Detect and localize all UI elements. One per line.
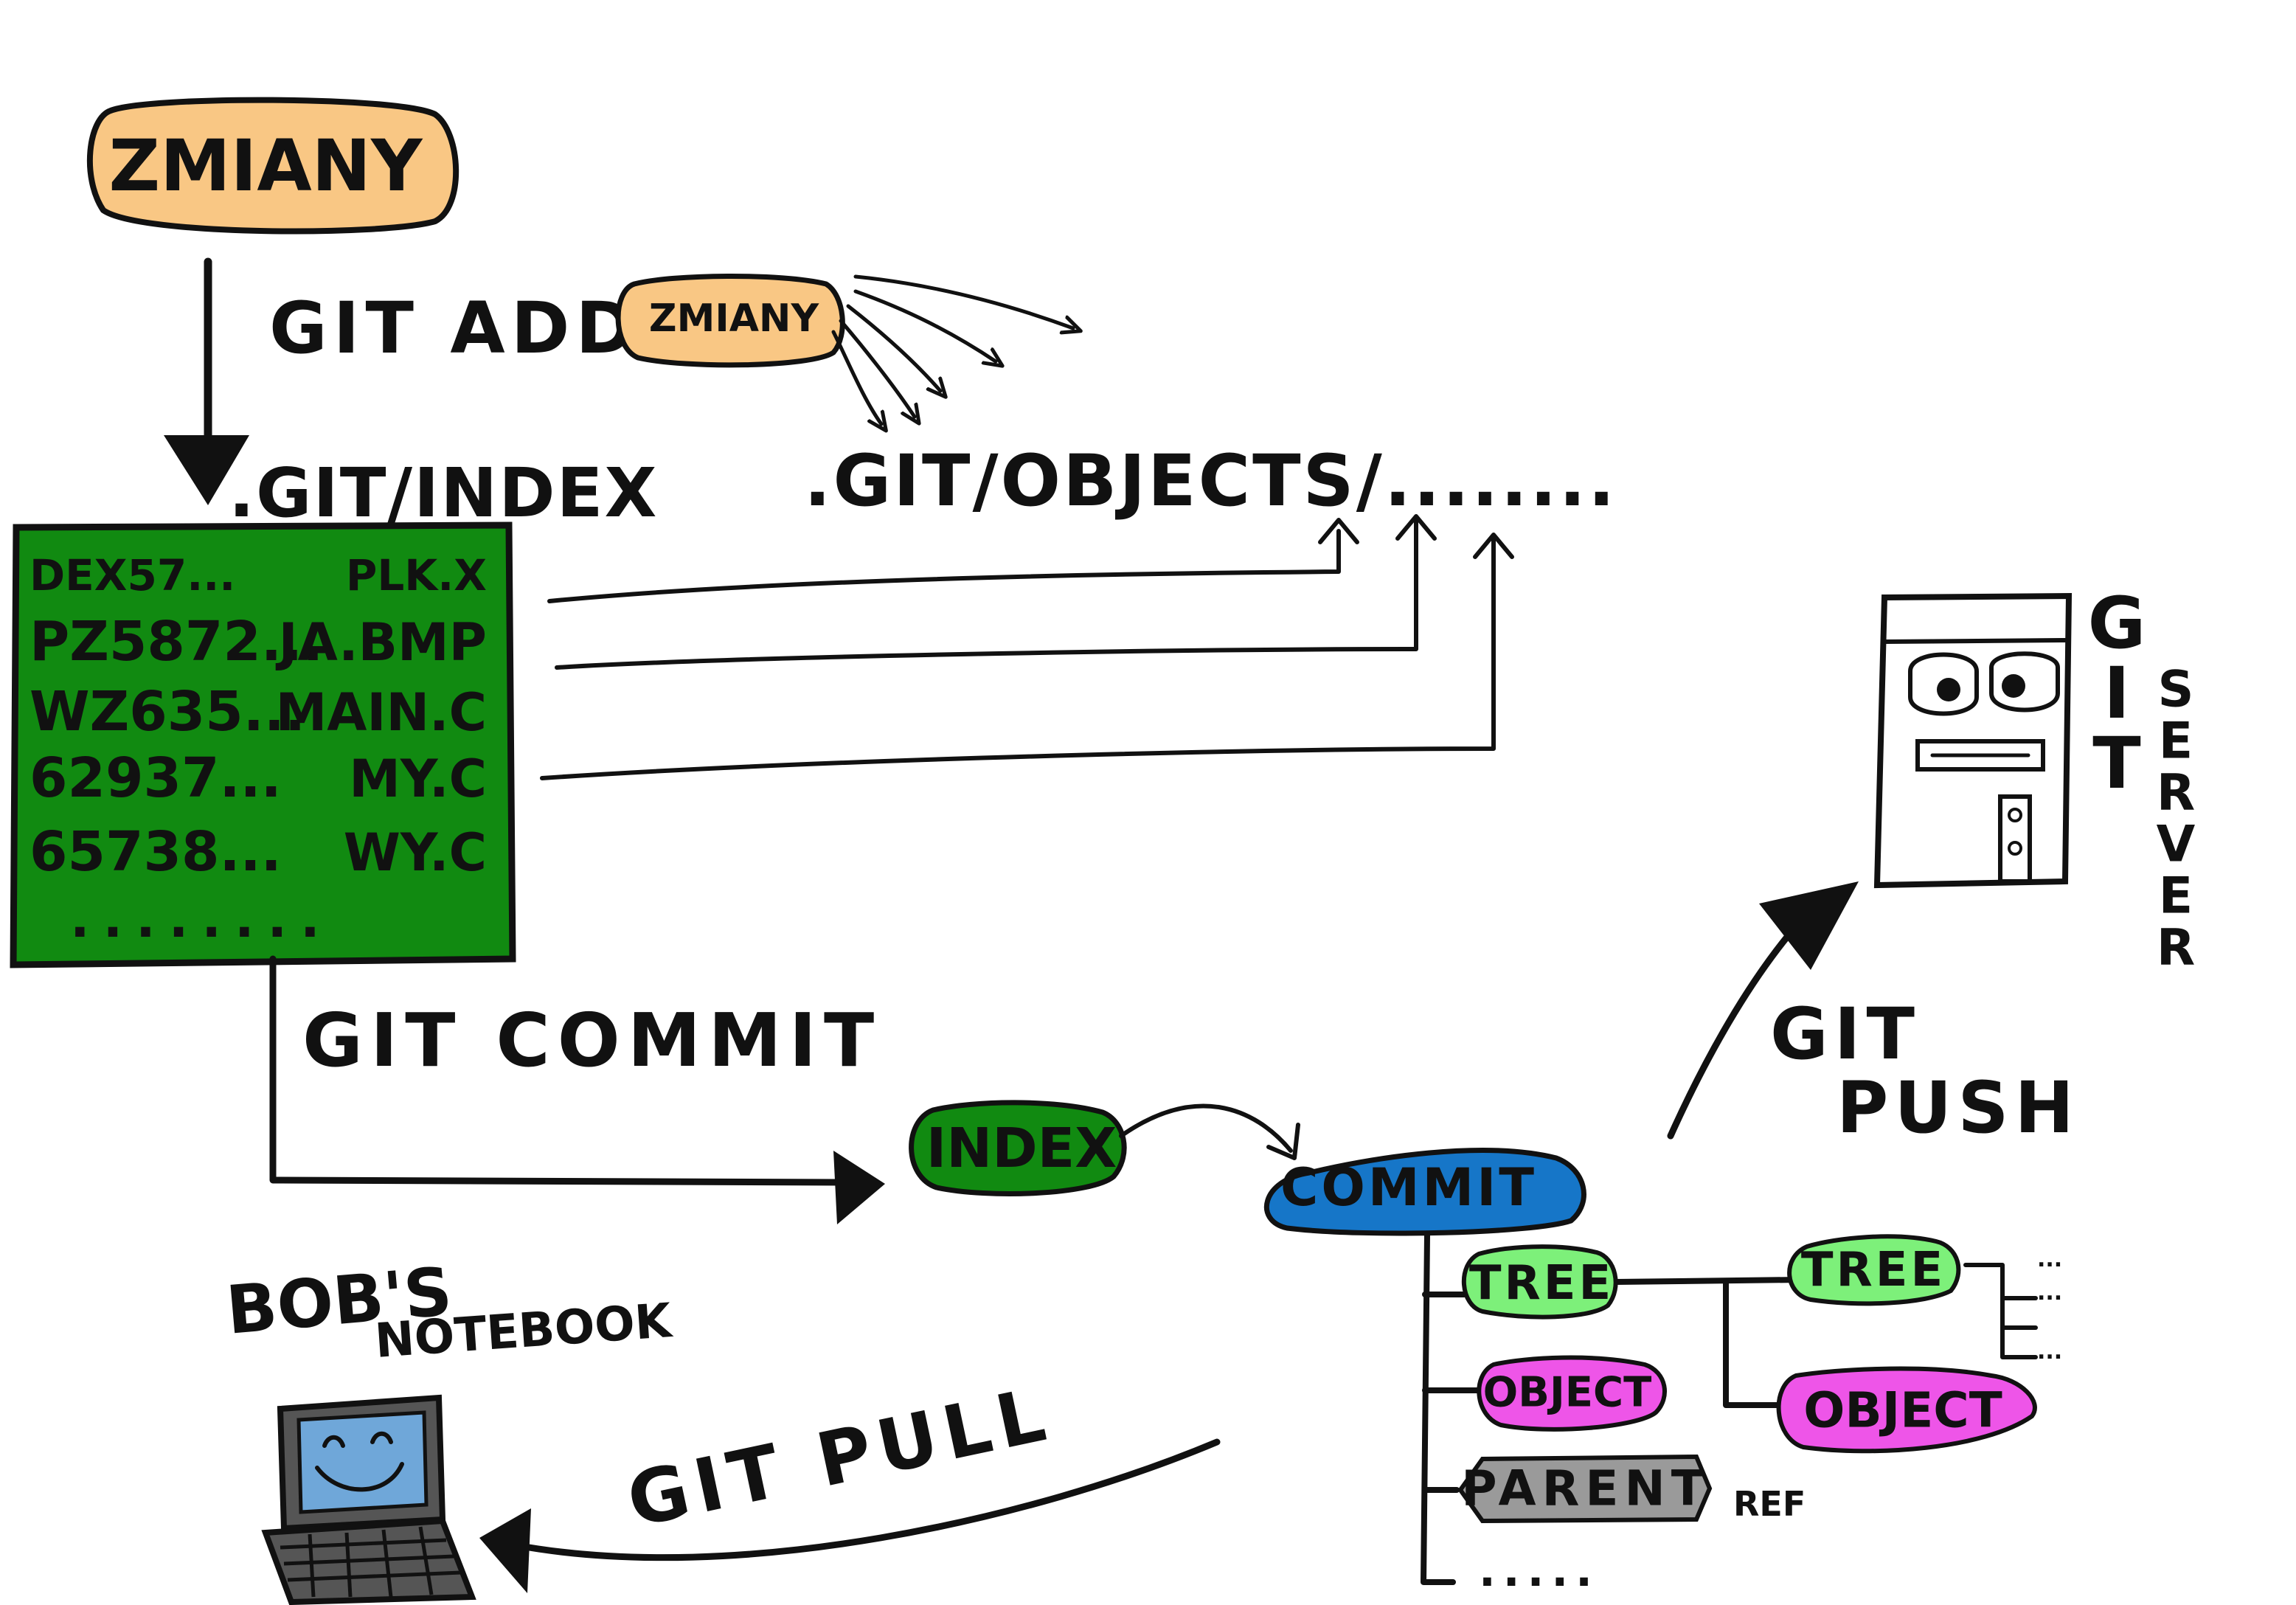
subtree-dots-1: ... bbox=[2037, 1247, 2062, 1272]
server-server-letter: E bbox=[2159, 867, 2193, 926]
index-node: INDEX bbox=[909, 1100, 1127, 1196]
server-server-letter: R bbox=[2157, 764, 2195, 822]
object-1-label: OBJECT bbox=[1483, 1369, 1652, 1417]
index-table-ellipsis: ........ bbox=[70, 889, 333, 949]
index-row-hash: 62937... bbox=[30, 746, 282, 810]
server-server-letter: R bbox=[2157, 919, 2195, 977]
server-git-letter: G bbox=[2088, 582, 2146, 665]
object-node-2: OBJECT bbox=[1776, 1366, 2037, 1454]
commit-node-label: COMMIT bbox=[1280, 1157, 1537, 1218]
git-pull-command: GIT PULL bbox=[620, 1370, 1060, 1545]
server-server-letter: S bbox=[2158, 661, 2194, 719]
git-add-command: GIT ADD bbox=[269, 287, 640, 370]
index-row-hash: DEX57... bbox=[30, 550, 235, 600]
more-children-dots: ..... bbox=[1479, 1545, 1600, 1597]
server-git-letter: T bbox=[2092, 722, 2140, 805]
tree-2-label: TREE bbox=[1801, 1243, 1946, 1297]
subtree-dots-2: ... bbox=[2037, 1280, 2062, 1306]
index-row-file: MAIN.C bbox=[276, 682, 487, 743]
parent-node: PARENT bbox=[1457, 1454, 1713, 1524]
objects-path-label: .GIT/OBJECTS/........ bbox=[804, 440, 1617, 522]
index-to-commit-arrow bbox=[1119, 1103, 1293, 1153]
tree-1-label: TREE bbox=[1469, 1256, 1614, 1311]
laptop-icon bbox=[261, 1394, 476, 1605]
index-row-file: JA.BMP bbox=[276, 612, 487, 673]
object-node-1: OBJECT bbox=[1477, 1355, 1667, 1432]
index-to-commit-arrowhead bbox=[1266, 1123, 1300, 1160]
commit-arrow bbox=[269, 955, 885, 1224]
index-to-objects-lines bbox=[540, 514, 1514, 780]
git-commit-command: GIT COMMIT bbox=[302, 997, 881, 1084]
git-server bbox=[1873, 592, 2073, 889]
tree-node-1: TREE bbox=[1461, 1244, 1618, 1320]
index-row-file: WY.C bbox=[344, 822, 487, 883]
git-push-line1: GIT bbox=[1770, 993, 1921, 1075]
index-row-hash: PZ5872... bbox=[30, 610, 323, 673]
subtree-dots-3: ... bbox=[2037, 1339, 2062, 1365]
index-row-file: MY.C bbox=[349, 749, 487, 809]
git-push-line2: PUSH bbox=[1837, 1067, 2080, 1149]
commit-tree-lines bbox=[1421, 1233, 2038, 1585]
object-2-label: OBJECT bbox=[1803, 1382, 2002, 1439]
changes-label: ZMIANY bbox=[108, 125, 423, 207]
changes-node: ZMIANY bbox=[86, 97, 459, 235]
server-git-letter: I bbox=[2103, 652, 2130, 735]
tree-node-2: TREE bbox=[1787, 1234, 1961, 1306]
add-scatter-arrows bbox=[831, 274, 1073, 424]
commit-node: COMMIT bbox=[1263, 1148, 1586, 1236]
index-row-hash: 65738... bbox=[30, 820, 282, 884]
server-server-letter: E bbox=[2159, 713, 2193, 771]
index-row-file: PLK.X bbox=[346, 550, 487, 600]
pull-arrow bbox=[479, 1438, 1221, 1593]
index-path-label: .GIT/INDEX bbox=[229, 454, 658, 533]
index-row-hash: WZ635... bbox=[30, 680, 305, 743]
ref-label: REF bbox=[1733, 1484, 1806, 1524]
index-node-label: INDEX bbox=[926, 1117, 1117, 1180]
parent-label: PARENT bbox=[1461, 1460, 1710, 1517]
push-arrow bbox=[1667, 881, 1859, 1140]
index-table: DEX57... PLK.X PZ5872...JA.BMP WZ635...MAIN… bbox=[10, 521, 516, 968]
add-down-arrow bbox=[164, 257, 249, 505]
server-server-letter: V bbox=[2157, 816, 2196, 874]
add-changes-bubble: ZMIANY bbox=[615, 273, 845, 368]
add-bubble-label: ZMIANY bbox=[649, 297, 820, 341]
